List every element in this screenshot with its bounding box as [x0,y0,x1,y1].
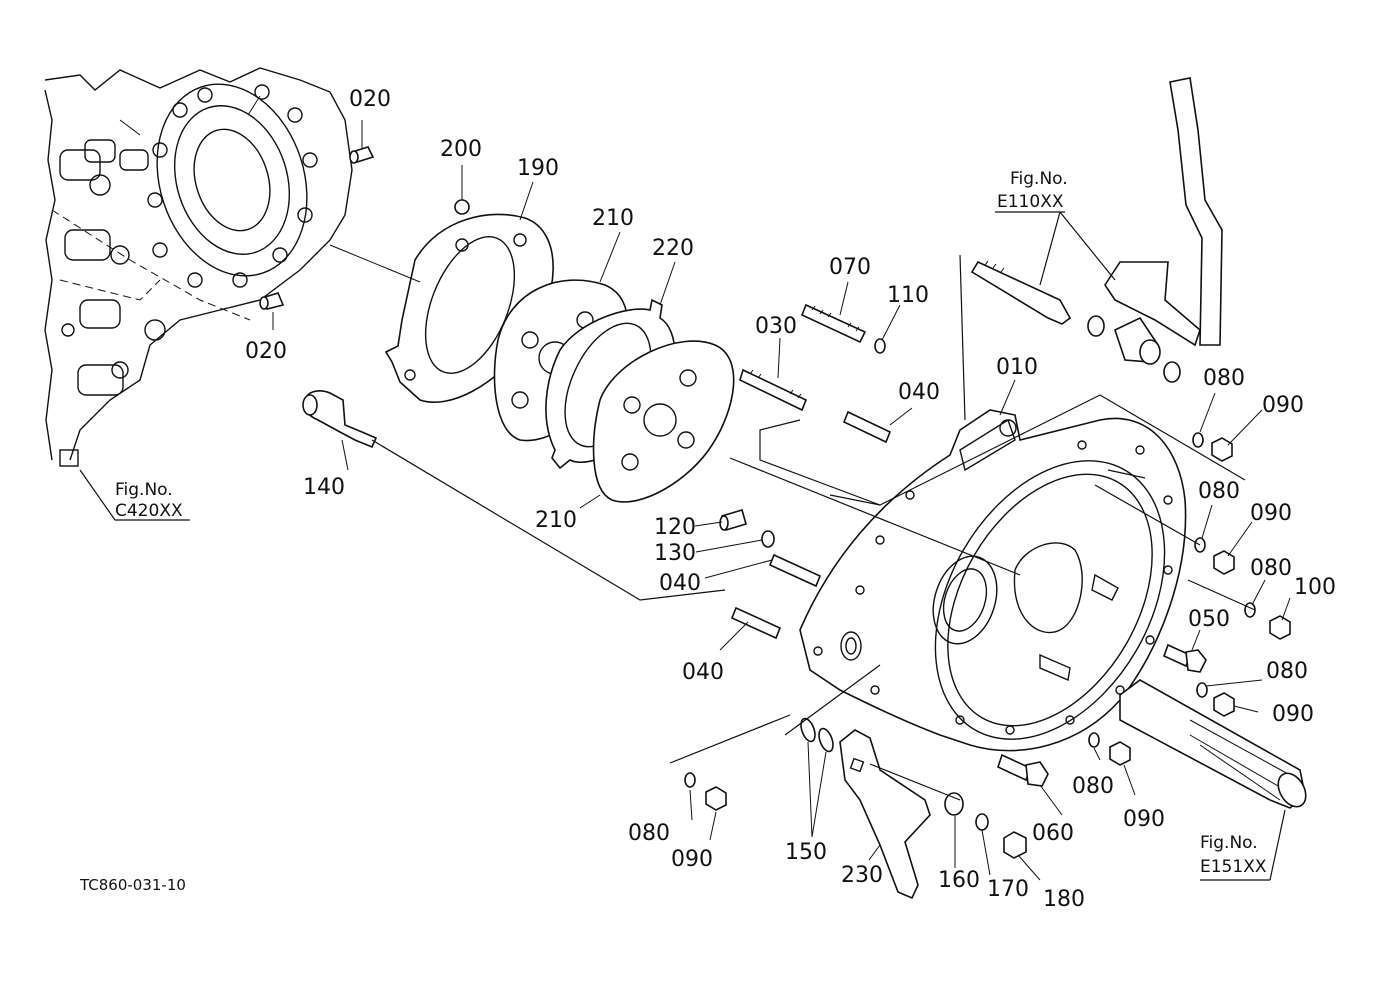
part-label-080: 080 [1072,774,1114,799]
part-label-090: 090 [1250,501,1292,526]
input-shaft [1119,679,1307,809]
part-label-090: 090 [1262,393,1304,418]
clutch-housing [799,409,1187,752]
part-labels: 020 020 200 190 210 220 070 110 030 040 … [245,87,1336,912]
part-label-110: 110 [887,283,929,308]
stud-bolt-040-middle [768,553,822,588]
part-label-080: 080 [1266,659,1308,684]
friction-plate-rear [592,340,735,503]
stud-bolt-070 [800,303,867,344]
part-label-040: 040 [682,660,724,685]
part-label-050: 050 [1188,607,1230,632]
o-ring-110 [874,338,886,354]
part-label-090: 090 [1123,807,1165,832]
lock-washer-c [1244,602,1256,618]
ref-c420xx: Fig.No. C420XX [115,480,183,521]
washer-130 [761,530,775,548]
ref-e110xx: Fig.No. E110XX [995,169,1068,213]
nut-090-c [1213,692,1235,717]
nut-090-d [1109,741,1131,766]
guide-bolt-140 [302,390,378,449]
bolt-060 [997,753,1049,787]
ref-e151xx: Fig.No. E151XX [1200,833,1267,877]
part-label-130: 130 [654,541,696,566]
part-label-200: 200 [440,137,482,162]
nut-090-e [705,786,727,811]
part-label-210: 210 [592,206,634,231]
part-label-080: 080 [1250,556,1292,581]
stud-bolt-040-upper [842,410,892,444]
part-label-090: 090 [671,847,713,872]
part-label-120: 120 [654,515,696,540]
ref-code: E110XX [997,192,1064,212]
bolt-120 [719,509,747,531]
stud-bolt-030 [739,368,808,412]
part-label-080: 080 [628,821,670,846]
o-ring-150-a [800,717,816,743]
part-label-030: 030 [755,314,797,339]
lock-washer-e [1088,732,1100,748]
nut-090-a [1211,437,1233,462]
o-ring-150-b [818,727,834,753]
part-label-080: 080 [1198,479,1240,504]
lock-washer-a [1192,432,1204,448]
part-label-190: 190 [517,156,559,181]
part-label-010: 010 [996,355,1038,380]
shift-lever-assembly [970,77,1223,383]
part-label-060: 060 [1032,821,1074,846]
part-label-040: 040 [898,380,940,405]
assembly-lines [79,120,1291,881]
part-label-230: 230 [841,863,883,888]
part-label-020: 020 [349,87,391,112]
dowel-pin-lower [259,292,285,310]
lock-washer-f [684,772,696,788]
part-label-210: 210 [535,508,577,533]
part-label-170: 170 [987,877,1029,902]
part-label-150: 150 [785,840,827,865]
ref-caption: Fig.No. [1010,169,1068,189]
part-label-100: 100 [1294,575,1336,600]
nut-090-b [1213,550,1235,575]
ref-caption: Fig.No. [115,480,173,500]
part-label-020: 020 [245,339,287,364]
ref-code: C420XX [115,501,183,521]
release-lever [839,729,931,900]
washer-160 [944,792,964,816]
bolt-050 [1162,643,1207,673]
transmission-case-drawing [44,67,353,467]
part-label-040: 040 [659,571,701,596]
snap-ring-170 [975,813,989,831]
ref-caption: Fig.No. [1200,833,1258,853]
stud-bolt-040-lower [730,606,782,640]
part-label-140: 140 [303,475,345,500]
lock-washer-d [1196,682,1208,698]
nut-180 [1003,831,1027,859]
steel-ball [454,199,470,215]
part-label-090: 090 [1272,702,1314,727]
part-label-180: 180 [1043,887,1085,912]
cap-nut-100 [1269,615,1291,640]
part-label-080: 080 [1203,366,1245,391]
part-label-220: 220 [652,236,694,261]
part-label-160: 160 [938,868,980,893]
drawing-code: TC860-031-10 [79,876,186,894]
ref-code: E151XX [1200,857,1267,877]
part-label-070: 070 [829,255,871,280]
dowel-pin-upper [349,146,375,164]
